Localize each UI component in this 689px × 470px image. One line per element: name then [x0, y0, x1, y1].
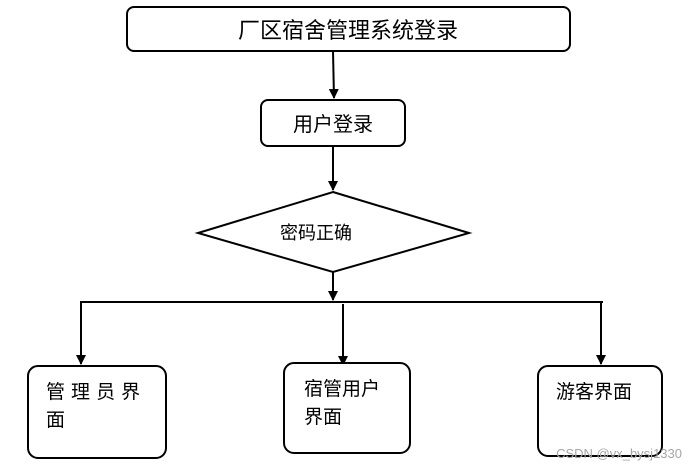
dorm-user-interface-label-line2: 界面 — [304, 406, 342, 428]
password-check-label: 密码正确 — [280, 223, 352, 244]
admin-interface-label-line1: 管 理 员 界 — [46, 381, 140, 403]
admin-interface-label-line2: 面 — [46, 409, 65, 431]
login-node-label: 用户登录 — [293, 112, 373, 136]
dorm-user-interface-label-line1: 宿管用户 — [304, 378, 380, 400]
title-node-label: 厂区宿舍管理系统登录 — [238, 19, 458, 44]
edge-title-to-login — [328, 50, 339, 99]
dorm-user-interface-node: 宿管用户 界面 — [283, 362, 411, 454]
guest-interface-label: 游客界面 — [556, 381, 632, 403]
title-node: 厂区宿舍管理系统登录 — [126, 6, 571, 52]
csdn-watermark: CSDN @vx_bysj1330 — [556, 446, 682, 461]
guest-interface-node: 游客界面 — [537, 365, 663, 457]
admin-interface-node: 管 理 员 界 面 — [27, 365, 167, 459]
password-check-node: 密码正确 — [194, 190, 473, 274]
login-node: 用户登录 — [260, 99, 406, 147]
